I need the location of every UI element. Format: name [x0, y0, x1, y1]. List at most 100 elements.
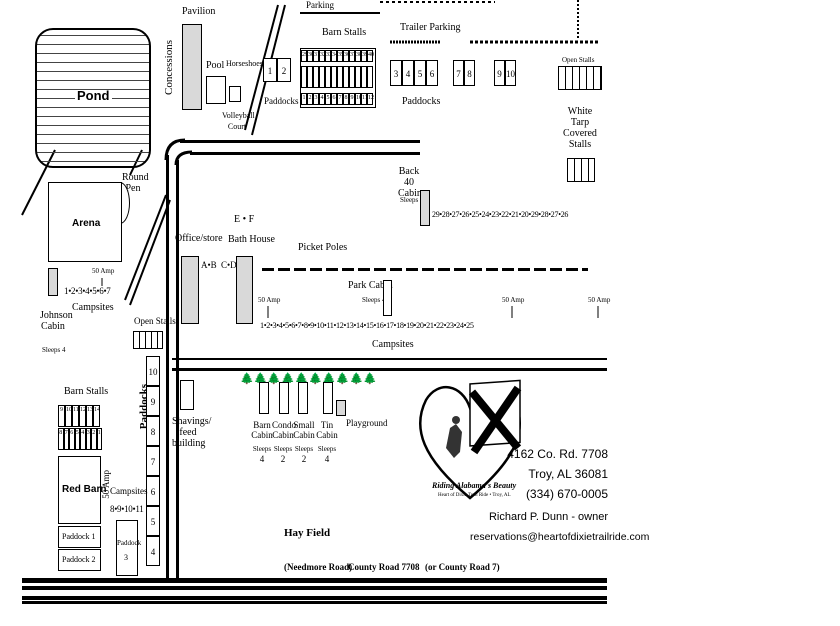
- condo-cabin: [279, 382, 289, 414]
- picket-poles-label: Picket Poles: [298, 242, 348, 253]
- paddock-8-left: 8: [146, 416, 160, 446]
- small-cabin-sleeps: Sleeps: [294, 445, 314, 453]
- stall: 4: [80, 428, 86, 450]
- back-campsite-numbers: 29•28•27•26•25•24•23•22•21•20•29•28•27•2…: [432, 210, 569, 219]
- amp-50-c: 50 Amp: [588, 296, 611, 304]
- stall: 14: [93, 405, 100, 427]
- stall: 5: [325, 93, 331, 105]
- stall: [307, 66, 313, 88]
- paddock-7-left: 7: [146, 446, 160, 476]
- small-cabin-num: 2: [301, 454, 307, 464]
- middle-road-line-1: [172, 358, 607, 360]
- top-road-line-2: [190, 152, 420, 155]
- arena: [48, 182, 122, 262]
- red-barn: [58, 456, 101, 524]
- paddock-2-box: [58, 549, 101, 571]
- playground-box: [336, 400, 346, 416]
- barn-left-top-row: 9 10 11 12 13 14: [58, 405, 100, 427]
- paddock-column: 10 9 8 7 6 5 4: [146, 356, 160, 566]
- stall: 8: [343, 93, 349, 105]
- white-tarp-stalls: [567, 158, 595, 182]
- horseshoes-label: Horseshoes: [226, 59, 263, 68]
- shavings-label: Shavings/ feed building: [172, 416, 212, 449]
- stall: 11: [361, 93, 368, 105]
- paddock-1-label: Paddock 1: [62, 532, 96, 541]
- bottom-road-line-1: [22, 578, 607, 583]
- white-tarp-label: White Tarp Covered Stalls: [563, 106, 597, 150]
- stall: 40: [367, 50, 374, 62]
- barn-cabin-num: 4: [259, 454, 265, 464]
- picket-poles-line: [262, 268, 588, 271]
- paddock-6-left: 6: [146, 476, 160, 506]
- logo-text: Riding Alabama's Beauty: [432, 481, 517, 490]
- bottom-road-line-2: [22, 586, 607, 590]
- contact-email[interactable]: reservations@heartofdixietrailride.com: [470, 531, 650, 543]
- stall: 33: [325, 50, 332, 62]
- open-stalls-left-label: Open Stalls: [134, 316, 176, 326]
- stall: [337, 66, 343, 88]
- paddock-1: 1: [263, 58, 277, 82]
- open-stalls-right-label: Open Stalls: [562, 56, 595, 64]
- park-cabin: [383, 280, 392, 316]
- office-store: [181, 256, 199, 324]
- left-campsite-numbers: 1•2•3•4•5•6•7: [64, 286, 111, 296]
- trailer-paddocks-c: 9 10: [494, 60, 516, 86]
- horseshoes: [229, 86, 241, 102]
- pond-label: Pond: [75, 88, 112, 103]
- top-paddocks: 1 2: [263, 58, 291, 82]
- barn-stalls-bottom-row: 1 2 3 4 5 6 7 8 9 10 11 12: [301, 93, 374, 105]
- stall: [301, 66, 307, 88]
- back40-sleeps-label: Sleeps 4: [400, 196, 424, 204]
- paddock-3-num: 3: [124, 553, 128, 562]
- pool-label: Pool: [206, 60, 225, 71]
- bottom-road-line-3: [22, 596, 607, 600]
- johnson-sleeps-label: Sleeps 4: [42, 346, 66, 354]
- stall: 1: [96, 428, 102, 450]
- trailer-paddocks-label: Paddocks: [402, 96, 441, 107]
- stall: 6: [331, 93, 337, 105]
- contact-city: Troy, AL 36081: [528, 467, 608, 481]
- johnson-cabin-label: Johnson Cabin: [40, 310, 73, 332]
- stall: 2: [91, 428, 97, 450]
- arena-label: Arena: [72, 218, 101, 229]
- top-road-line-1: [180, 140, 420, 143]
- paddock-5: 5: [414, 60, 426, 86]
- middle-road-line-2: [172, 368, 607, 371]
- stall: 34: [331, 50, 338, 62]
- stall: 4: [319, 93, 325, 105]
- condo-cabin-sleeps: Sleeps: [273, 445, 293, 453]
- paddock-9: 9: [494, 60, 505, 86]
- paddock-1-box: [58, 526, 101, 548]
- small-cabin: [298, 382, 308, 414]
- stall: 9: [58, 405, 65, 427]
- paddock-10-left: 10: [146, 356, 160, 386]
- stall: 8: [58, 428, 64, 450]
- paddock-9-left: 9: [146, 386, 160, 416]
- paddock-7: 7: [453, 60, 464, 86]
- barn-stalls-mid-row: [301, 66, 373, 88]
- paddocks-top-label: Paddocks: [264, 96, 299, 106]
- stall: 38: [355, 50, 362, 62]
- stall: [361, 66, 367, 88]
- parking-label: Parking: [306, 0, 334, 10]
- stall: 7: [337, 93, 343, 105]
- tin-cabin-num: 4: [324, 454, 330, 464]
- stall: [331, 66, 337, 88]
- paddock-2-label: Paddock 2: [62, 555, 96, 564]
- stall: 32: [319, 50, 326, 62]
- open-stalls-right: [558, 66, 602, 90]
- stall: 31: [313, 50, 320, 62]
- stall: 3: [313, 93, 319, 105]
- tin-cabin-info: Tin Cabin Sleeps 4: [316, 420, 338, 464]
- back40-cabin-label: Back 40 Cabin: [398, 166, 422, 199]
- main-campsite-numbers: 1•2•3•4•5•6•7•8•9•10•11•12•13•14•15•16•1…: [260, 321, 474, 330]
- back40-cabin: [420, 190, 430, 226]
- stall: 7: [63, 428, 69, 450]
- small-cabin-name: Small Cabin: [293, 420, 315, 440]
- bath-house-label: Bath House: [228, 234, 275, 245]
- johnson-cabin: [48, 268, 58, 296]
- stall: 30: [307, 50, 314, 62]
- logo-subtext: Heart of Dixie Trail Ride • Troy, AL: [438, 493, 511, 498]
- stall: 3: [85, 428, 91, 450]
